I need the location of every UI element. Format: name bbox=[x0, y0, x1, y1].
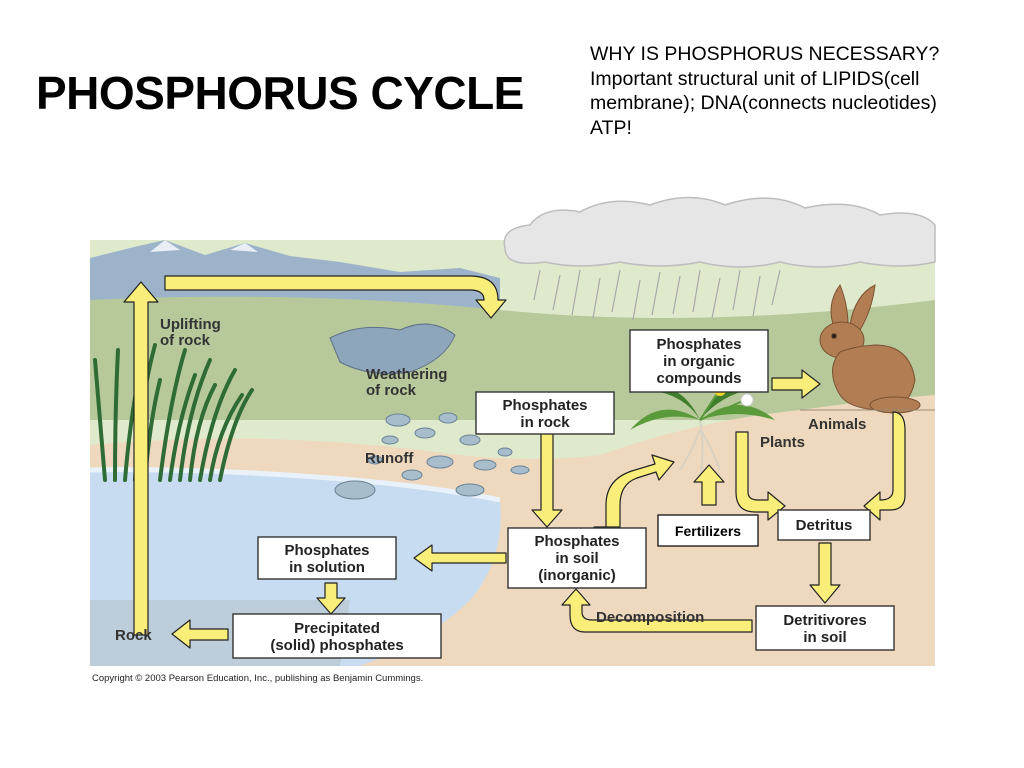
box-phosphates-in-solution: Phosphates in solution bbox=[258, 537, 396, 579]
copyright-notice: Copyright © 2003 Pearson Education, Inc.… bbox=[92, 673, 423, 684]
box-phosphates-organic-line-2: in organic bbox=[663, 353, 735, 370]
rain-cloud bbox=[504, 198, 935, 268]
label-uplifting-1: Uplifting bbox=[160, 316, 221, 333]
box-phosphates-in-soil: Phosphates in soil (inorganic) bbox=[508, 528, 646, 588]
box-phosphates-in-rock: Phosphates in rock bbox=[476, 392, 614, 434]
label-decomposition: Decomposition bbox=[596, 609, 704, 626]
label-weathering-2: of rock bbox=[366, 382, 417, 399]
box-detritivores-line-1: Detritivores bbox=[783, 612, 866, 629]
label-rock: Rock bbox=[115, 627, 152, 644]
box-phosphates-in-soil-line-2: in soil bbox=[555, 550, 598, 567]
label-plants: Plants bbox=[760, 434, 805, 451]
box-phosphates-organic: Phosphates in organic compounds bbox=[630, 330, 768, 392]
box-phosphates-in-soil-line-1: Phosphates bbox=[534, 533, 619, 550]
label-weathering-1: Weathering bbox=[366, 366, 447, 383]
box-phosphates-in-soil-line-3: (inorganic) bbox=[538, 567, 616, 584]
box-detritivores: Detritivores in soil bbox=[756, 606, 894, 650]
box-precipitated-line-1: Precipitated bbox=[294, 620, 380, 637]
box-detritus-label: Detritus bbox=[796, 517, 853, 534]
label-runoff: Runoff bbox=[365, 450, 414, 467]
box-phosphates-in-rock-line-1: Phosphates bbox=[502, 397, 587, 414]
box-phosphates-in-rock-line-2: in rock bbox=[520, 414, 570, 431]
box-phosphates-organic-line-3: compounds bbox=[657, 370, 742, 387]
box-detritivores-line-2: in soil bbox=[803, 629, 846, 646]
box-fertilizers-label: Fertilizers bbox=[675, 523, 741, 539]
box-phosphates-in-solution-line-2: in solution bbox=[289, 559, 365, 576]
label-animals: Animals bbox=[808, 416, 866, 433]
box-precipitated-line-2: (solid) phosphates bbox=[270, 637, 403, 654]
label-uplifting-2: of rock bbox=[160, 332, 211, 349]
box-precipitated: Precipitated (solid) phosphates bbox=[233, 614, 441, 658]
box-phosphates-organic-line-1: Phosphates bbox=[656, 336, 741, 353]
box-phosphates-in-solution-line-1: Phosphates bbox=[284, 542, 369, 559]
box-detritus: Detritus bbox=[778, 510, 870, 540]
box-fertilizers: Fertilizers bbox=[658, 515, 758, 546]
